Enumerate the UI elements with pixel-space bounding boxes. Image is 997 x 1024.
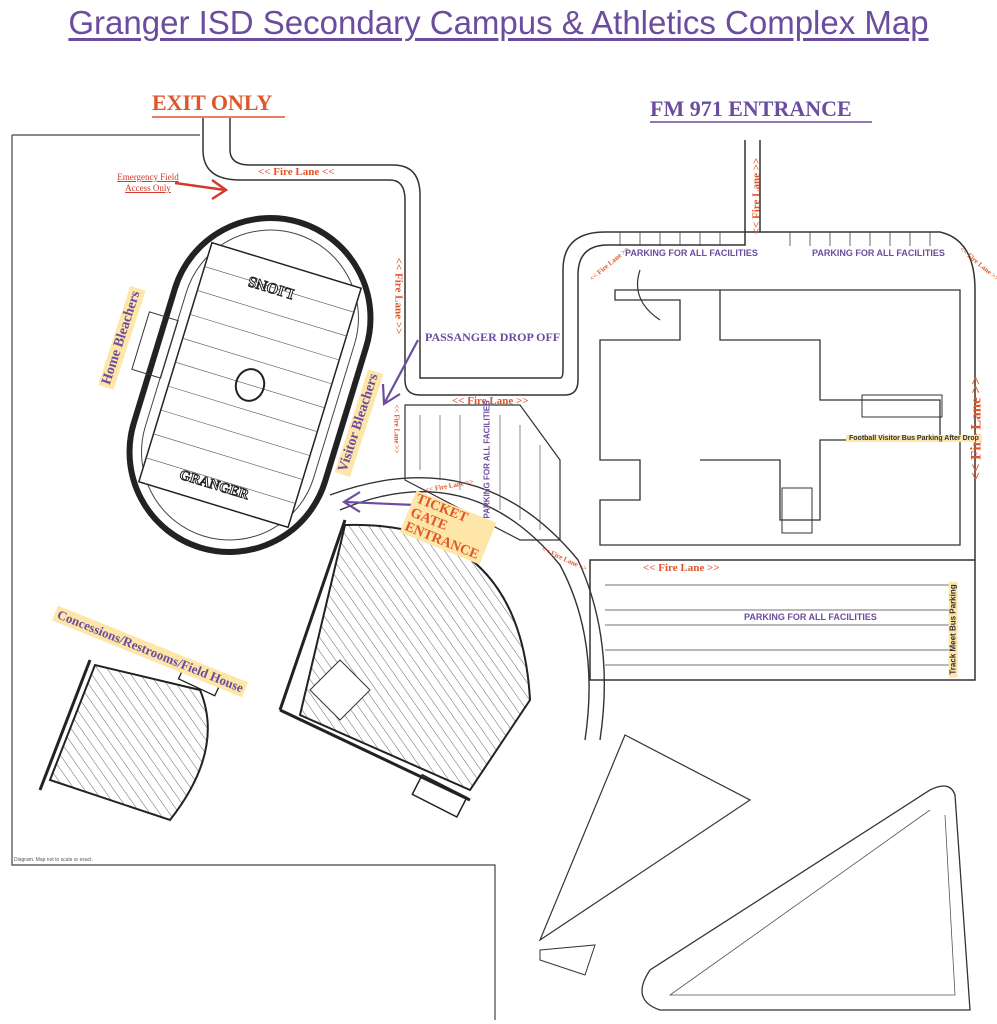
ticket-gate-arrow [341,491,416,513]
football-stadium [126,215,374,555]
fire-lane-top-label: << Fire Lane << [258,166,335,178]
exit-only-label: EXIT ONLY [152,90,273,115]
track-meet-bus-label: Track Meet Bus Parking [948,581,958,678]
fire-lane-small-5: << Fire Lane >> [392,404,401,454]
fire-lane-right-label: << Fire Lane >> [968,376,985,481]
parking-stalls-bottom [605,584,955,666]
map-title: Granger ISD Secondary Campus & Athletics… [68,4,929,41]
middle-parking-stalls [419,415,541,530]
emergency-label: Emergency Field Access Only [117,172,179,193]
home-bleachers-structure [131,311,179,379]
right-parking-lot [589,231,976,681]
disclaimer-note: Diagram. Map not to scale or exact. [14,857,93,863]
parking-label-top-right: PARKING FOR ALL FACILITIES [812,248,945,258]
baseball-field [298,523,532,792]
curved-drive [339,491,590,741]
entrance-label: FM 971 ENTRANCE [650,96,852,121]
fire-lane-lower-label: << Fire Lane >> [643,562,720,574]
parking-stalls-top [619,232,931,246]
parking-label-top-left: PARKING FOR ALL FACILITIES [625,248,758,258]
emergency-arrow [174,178,229,201]
fire-lane-entrance-label: << Fire Lane >> [750,157,763,235]
passenger-dropoff-label: PASSANGER DROP OFF [425,330,561,344]
fire-lane-mid-label: << Fire Lane >> [452,395,529,407]
fire-lane-vertical-left-label: << Fire Lane >> [392,257,405,335]
practice-track [641,785,971,1011]
exit-road [202,118,746,396]
parking-label-middle: PARKING FOR ALL FACILITIES [482,400,492,519]
dropoff-arrow [381,339,419,406]
parking-label-bottom: PARKING FOR ALL FACILITIES [742,612,879,622]
property-boundary [11,134,496,1020]
football-bus-label: Football Visitor Bus Parking After Drop [846,435,982,442]
softball-field [48,663,209,822]
south-field [538,734,752,942]
